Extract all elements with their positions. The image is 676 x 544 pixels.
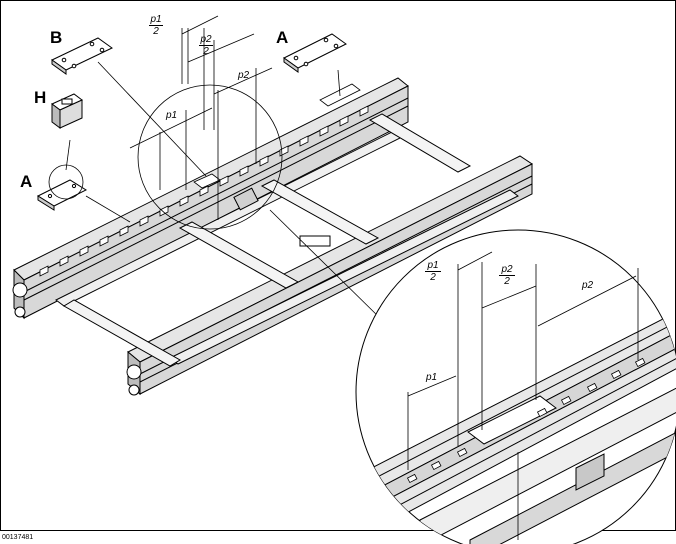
frac-bar — [149, 25, 163, 26]
label-a-top: A — [276, 28, 289, 47]
frac-den: 2 — [430, 272, 436, 283]
dim-p2-detail: p2 — [582, 280, 594, 291]
frac-den: 2 — [504, 276, 510, 287]
label-h: H — [34, 88, 47, 107]
plate-a-top — [283, 33, 347, 73]
frac-p2-half-detail: p2 2 — [498, 264, 516, 287]
label-a-left: A — [20, 172, 33, 191]
front-profile-endcap — [126, 364, 142, 396]
rear-profile-endcap — [12, 282, 28, 318]
frac-bar — [199, 45, 213, 46]
lower-rails — [55, 127, 519, 365]
rear-profile-slots — [39, 105, 369, 277]
cross-members — [63, 113, 472, 367]
dim-p1-detail: p1 — [426, 372, 438, 383]
detail-circle-top — [137, 84, 283, 230]
plate-b — [51, 37, 113, 75]
frac-p1-half-detail: p1 2 — [424, 260, 442, 283]
frac-num: p2 — [200, 34, 212, 45]
detail-circle-small — [48, 164, 84, 200]
frac-num: p1 — [427, 260, 439, 271]
frac-den: 2 — [153, 26, 159, 37]
frac-bar — [499, 275, 515, 276]
frac-den: 2 — [203, 46, 209, 57]
label-b: B — [50, 28, 63, 47]
center-connector — [233, 187, 331, 247]
dim-p2-top: p2 — [238, 70, 250, 81]
clip-h — [51, 93, 83, 129]
top-dimension-lines — [129, 15, 273, 220]
dim-p1-top: p1 — [166, 110, 178, 121]
detail-dimension-lines — [407, 251, 639, 540]
frac-num: p2 — [501, 264, 513, 275]
document-id: 00137481 — [2, 534, 34, 541]
frac-p1-half-top: p1 2 — [148, 14, 164, 37]
plate-a-left — [36, 179, 88, 211]
detail-callout-line — [269, 209, 383, 321]
detail-magnified-profile — [356, 299, 676, 544]
frac-bar — [425, 271, 441, 272]
frac-num: p1 — [150, 14, 162, 25]
frac-p2-half-top: p2 2 — [198, 34, 214, 57]
